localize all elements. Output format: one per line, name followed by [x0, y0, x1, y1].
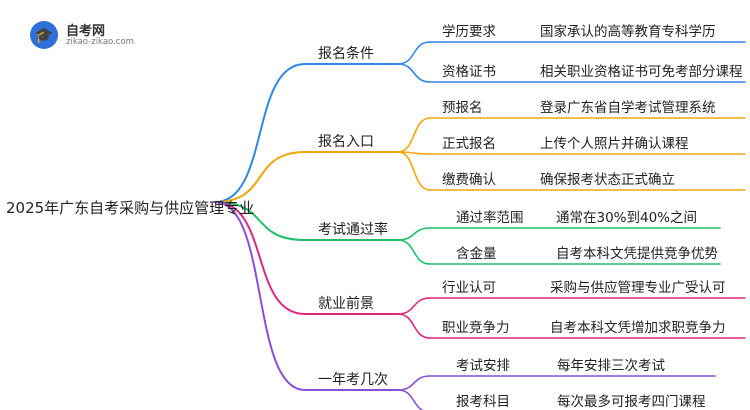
leaf-value: 通常在30%到40%之间	[556, 210, 698, 226]
leaf-connector	[397, 389, 424, 410]
leaf-connector	[397, 297, 431, 315]
leaf-value: 相关职业资格证书可免考部分课程	[540, 64, 743, 80]
leaf-key: 预报名	[442, 100, 483, 116]
leaf-connector	[397, 151, 431, 191]
leaf-connector	[397, 117, 431, 153]
leaf-key: 通过率范围	[456, 210, 524, 226]
site-logo: 🎓 自考网 zikao-zikao.com	[30, 20, 140, 50]
leaf-connector	[397, 239, 431, 265]
leaf-key: 职业竞争力	[442, 320, 510, 336]
leaf-key: 行业认可	[442, 280, 496, 296]
branch-label: 就业前景	[318, 296, 374, 312]
leaf-value: 登录广东省自学考试管理系统	[540, 100, 716, 116]
leaf-connector	[397, 313, 431, 339]
leaf-value: 每次最多可报考四门课程	[557, 394, 706, 410]
branch-connector	[214, 63, 306, 203]
leaf-value: 采购与供应管理专业广受认可	[550, 280, 726, 296]
root-topic: 2025年广东自考采购与供应管理专业	[6, 199, 255, 217]
leaf-connector	[397, 375, 431, 391]
leaf-value: 国家承认的高等教育专科学历	[540, 24, 716, 40]
leaf-value: 自考本科文凭提供竞争优势	[556, 246, 718, 262]
branch-label: 一年考几次	[318, 372, 388, 388]
leaf-key: 报考科目	[456, 394, 510, 410]
leaf-key: 正式报名	[442, 136, 496, 152]
leaf-key: 考试安排	[456, 358, 510, 374]
graduation-cap-icon: 🎓	[30, 21, 58, 49]
leaf-key: 学历要求	[442, 24, 496, 40]
leaf-connector	[397, 63, 431, 83]
branch-connector	[214, 201, 306, 241]
logo-subtitle: zikao-zikao.com	[66, 37, 134, 47]
leaf-value: 每年安排三次考试	[557, 358, 665, 374]
leaf-key: 缴费确认	[442, 172, 496, 188]
leaf-connector	[397, 41, 431, 65]
leaf-key: 含金量	[456, 246, 497, 262]
branch-connector	[214, 201, 306, 315]
leaf-connector	[397, 227, 431, 241]
logo-title: 自考网	[66, 24, 106, 39]
branch-label: 报名入口	[318, 134, 374, 150]
leaf-value: 确保报考状态正式确立	[540, 172, 675, 188]
leaf-value: 上传个人照片并确认课程	[540, 136, 689, 152]
branch-connector	[214, 201, 306, 391]
leaf-key: 资格证书	[442, 64, 496, 80]
branch-label: 考试通过率	[318, 222, 388, 238]
branch-connector	[214, 151, 306, 203]
branch-label: 报名条件	[318, 46, 374, 62]
leaf-value: 自考本科文凭增加求职竞争力	[550, 320, 726, 336]
